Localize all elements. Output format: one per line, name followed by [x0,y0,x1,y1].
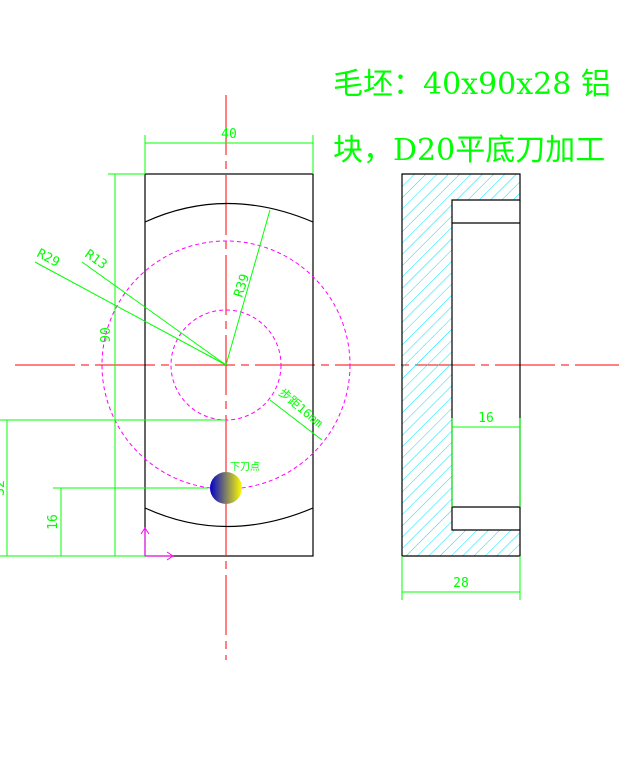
plunge-point-marker [210,472,242,504]
centerlines [15,95,619,660]
plunge-point-label: 下刀点 [230,461,260,473]
dim-width: 40 [221,127,237,142]
dim-height: 90 [99,327,114,343]
dim-offset-16: 16 [46,514,61,530]
title-line-2: 块，D20平底刀加工 [333,133,605,168]
dim-pocket-depth: 16 [478,411,494,426]
dimension-lines [0,135,323,557]
ucs-icon [140,527,174,561]
dim-r39: R39 [232,272,254,299]
dim-r29: R29 [34,246,62,270]
dim-thickness: 28 [453,576,469,591]
dim-r13: R13 [82,247,110,273]
side-dimension-lines [401,418,521,600]
front-view [144,173,314,557]
title-line-1: 毛坯：40x90x28 铝 [333,67,611,102]
dim-offset-32: 32 [0,480,8,496]
